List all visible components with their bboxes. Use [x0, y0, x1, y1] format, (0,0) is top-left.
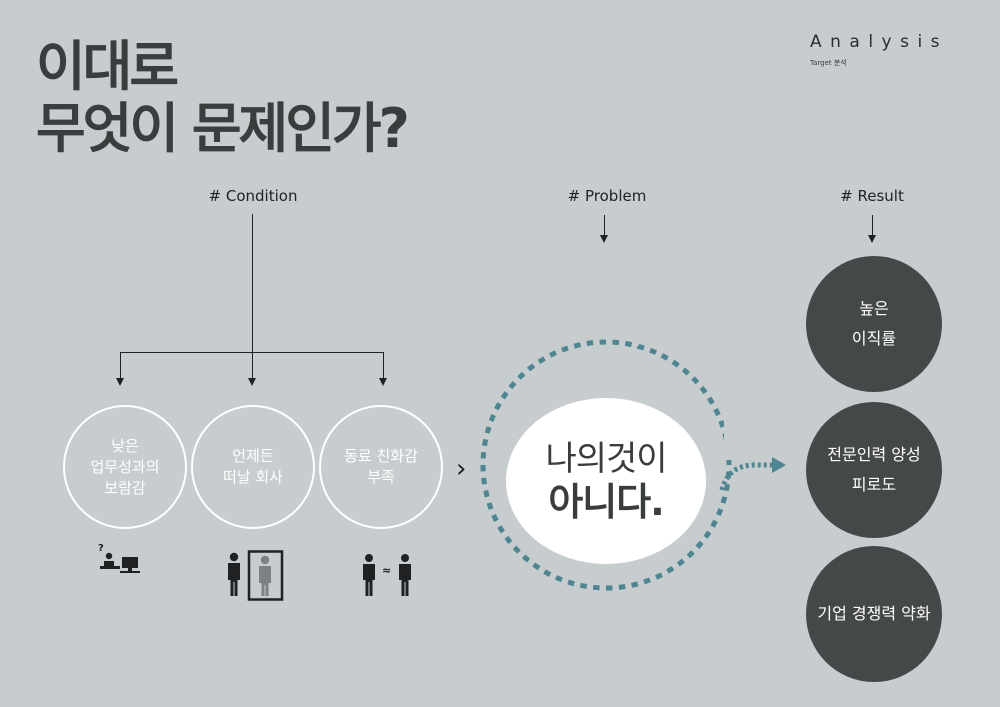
- chevron-right-icon: ›: [456, 454, 467, 484]
- result-circle-1: 높은 이직률: [806, 256, 942, 392]
- result-1-line-2: 이직률: [851, 329, 897, 348]
- arrow-down-icon: [600, 235, 608, 243]
- approx-icon: ≈: [382, 564, 392, 577]
- problem-line-1: 나의것이: [545, 439, 667, 479]
- arrow-right-icon: [772, 457, 786, 473]
- result-circle-3: 기업 경쟁력 약화: [806, 546, 942, 682]
- desk-worker-icon: [100, 552, 140, 573]
- condition-3-line-2: 부족: [367, 468, 395, 486]
- arrow-down-icon: [379, 378, 387, 386]
- ring-gap: [724, 420, 740, 460]
- condition-circle-1: 낮은 업무성과의 보람감: [63, 405, 187, 529]
- dashed-ring-arrow: [480, 339, 786, 591]
- problem-line-2: 아니다.: [548, 480, 664, 524]
- result-2-line-1: 전문인력 양성: [827, 445, 921, 464]
- arrow-down-icon: [868, 235, 876, 243]
- page-title: 이대로 무엇이 문제인가?: [36, 35, 410, 160]
- brand-title: Analysis: [810, 32, 949, 52]
- problem-circle: 나의것이 아니다.: [506, 398, 706, 564]
- condition-1-line-2: 업무성과의: [90, 457, 160, 476]
- condition-branch-line: [120, 352, 384, 353]
- dashed-ring: [480, 339, 732, 591]
- result-1-line-1: 높은: [859, 299, 889, 318]
- title-line-1: 이대로: [36, 35, 179, 98]
- dashed-connector: [719, 462, 773, 491]
- result-arrow-line: [872, 215, 873, 235]
- header-problem: # Problem: [567, 187, 647, 205]
- person-leaving-door-icon: [228, 550, 284, 601]
- condition-1-line-1: 낮은: [111, 436, 139, 455]
- title-line-2: 무엇이 문제인가?: [36, 97, 410, 160]
- condition-drop-line-1: [120, 352, 121, 378]
- condition-stem-line: [252, 214, 253, 378]
- problem-arrow-line: [604, 215, 605, 235]
- condition-3-line-1: 동료 친화감: [344, 447, 418, 465]
- brand-subtitle: Target 분석: [810, 59, 847, 67]
- condition-2-line-2: 떠날 회사: [223, 468, 283, 486]
- header-condition: # Condition: [208, 187, 298, 205]
- header-result: # Result: [840, 187, 904, 205]
- question-mark: ?: [98, 543, 104, 554]
- result-circle-2: 전문인력 양성 피로도: [806, 402, 942, 538]
- condition-1-line-3: 보람감: [104, 478, 146, 497]
- result-3-line-1: 기업 경쟁력 약화: [817, 604, 931, 623]
- condition-circle-2: 언제든 떠날 회사: [191, 405, 315, 529]
- arrow-down-icon: [248, 378, 256, 386]
- condition-circle-3: 동료 친화감 부족: [319, 405, 443, 529]
- condition-2-line-1: 언제든: [232, 447, 274, 465]
- two-people-icon: [363, 554, 411, 596]
- condition-drop-line-3: [383, 352, 384, 378]
- arrow-down-icon: [116, 378, 124, 386]
- result-2-line-2: 피로도: [851, 475, 897, 494]
